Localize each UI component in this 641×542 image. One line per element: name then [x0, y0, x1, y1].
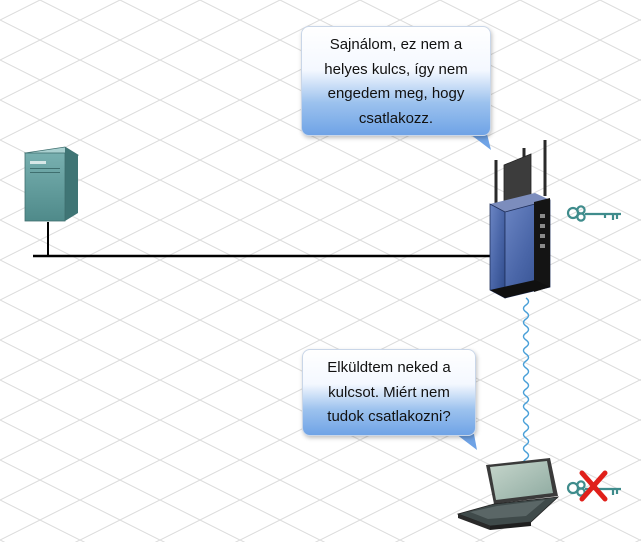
wireless-router-icon	[489, 140, 551, 299]
ethernet-cable	[33, 222, 490, 258]
bubble-text-line: Elküldtem neked a	[327, 359, 451, 376]
bubble-text-line: csatlakozz.	[358, 109, 434, 127]
laptop-speech-bubble: Elküldtem neked a kulcsot. Miért nem tud…	[302, 349, 476, 436]
router-speech-bubble: Sajnálom, ez nem a helyes kulcs, így nem…	[301, 26, 491, 136]
bubble-tail	[456, 434, 477, 450]
key-icon	[566, 205, 621, 222]
bubble-text-line: kulcsot. Miért nem	[328, 383, 450, 401]
wireless-signal	[522, 297, 530, 467]
laptop-icon	[456, 458, 560, 530]
bubble-text-line: engedem meg, hogy	[327, 85, 465, 102]
red-x-icon	[579, 470, 608, 502]
server-icon	[23, 146, 80, 222]
bubble-tail	[470, 134, 491, 150]
bubble-text-line: tudok csatlakozni?	[327, 408, 451, 425]
bubble-text-line: helyes kulcs, így nem	[324, 60, 468, 78]
bubble-text-line: Sajnálom, ez nem a	[329, 36, 463, 53]
